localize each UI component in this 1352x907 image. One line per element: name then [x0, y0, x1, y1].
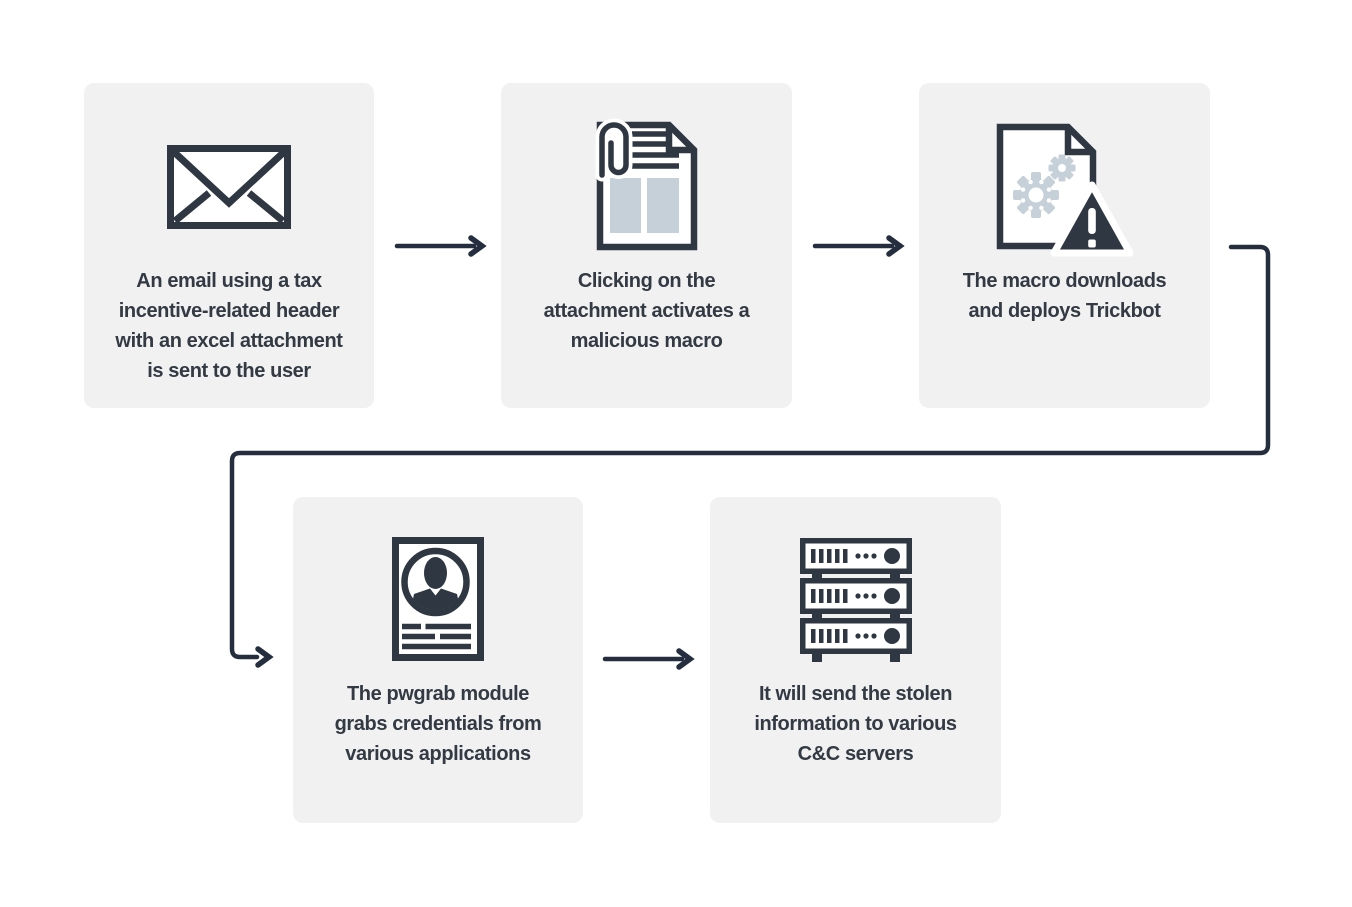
paperclip-document-icon — [595, 118, 697, 251]
document-gears-warning-icon — [996, 123, 1133, 257]
step-card-pwgrab: The pwgrab module grabs credentials from… — [293, 497, 583, 823]
arrowhead-icon — [468, 235, 487, 257]
step-caption: The macro downloads and deploys Trickbot — [962, 270, 1167, 322]
arrowhead-icon — [255, 646, 274, 668]
step-caption: Clicking on the attachment activates a m… — [543, 270, 750, 352]
step-card-cc-servers: It will send the stolen information to v… — [710, 497, 1001, 823]
step-card-macro: The macro downloads and deploys Trickbot — [919, 83, 1210, 408]
arrowhead-icon — [676, 648, 695, 670]
step-caption: The pwgrab module grabs credentials from… — [334, 683, 542, 765]
gear-icon — [1048, 154, 1075, 182]
step-card-email: An email using a tax incentive-related h… — [84, 83, 374, 408]
step-caption: An email using a tax incentive-related h… — [115, 270, 343, 382]
envelope-icon — [167, 145, 291, 229]
id-card-icon — [392, 537, 484, 661]
step-caption: It will send the stolen information to v… — [754, 683, 957, 765]
step-card-attachment: Clicking on the attachment activates a m… — [501, 83, 792, 408]
server-stack-icon — [800, 538, 912, 662]
warning-triangle-icon — [1050, 181, 1133, 257]
person-silhouette-icon — [410, 557, 461, 610]
gear-icon — [1012, 172, 1059, 218]
arrowhead-icon — [886, 235, 905, 257]
